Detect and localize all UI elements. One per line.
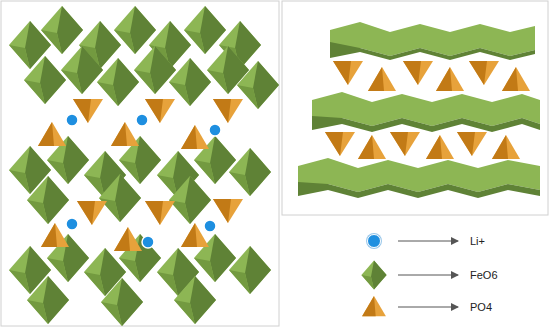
tetrahedra-left <box>38 99 243 251</box>
legend-label: Li+ <box>470 236 485 247</box>
panel-frame <box>282 1 548 215</box>
octahedral-layers <box>298 22 540 198</box>
legend-icons <box>361 261 386 317</box>
legend-label: FeO6 <box>470 270 498 281</box>
tetrahedra-right <box>325 61 530 159</box>
legend-arrows <box>398 241 458 307</box>
lithium-ions <box>66 114 221 248</box>
legend-label: PO4 <box>470 302 492 313</box>
legend-swatch <box>367 234 381 248</box>
panel-frame <box>1 1 279 326</box>
octahedra-left <box>9 6 279 326</box>
